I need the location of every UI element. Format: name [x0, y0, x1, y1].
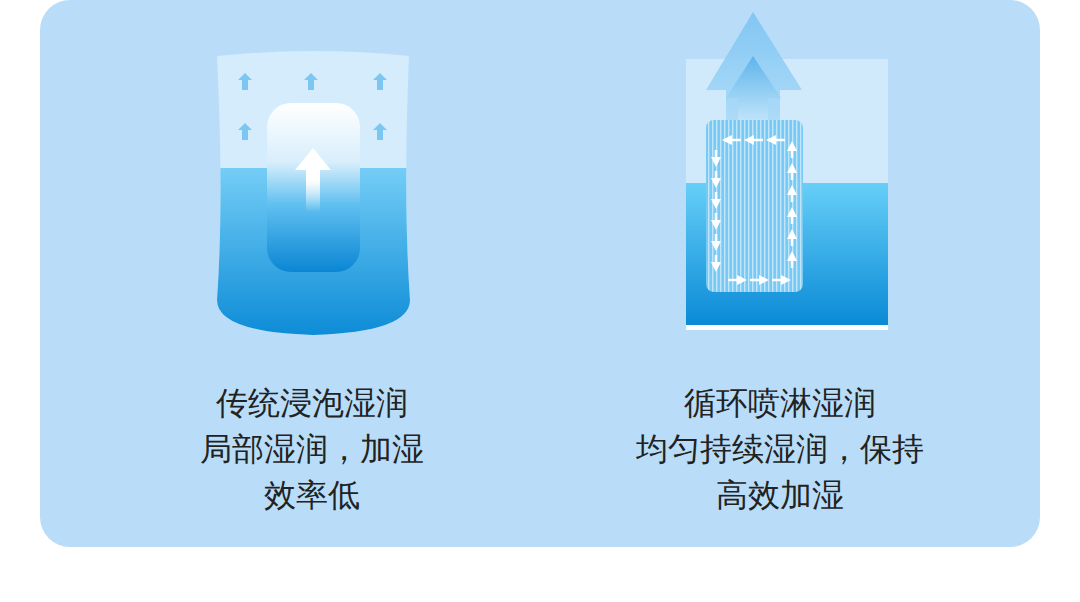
flow-arrow	[771, 139, 785, 142]
caption-heading: 循环喷淋湿润	[600, 380, 960, 426]
caption-body: 均匀持续湿润，保持 高效加湿	[615, 426, 945, 518]
flow-arrow	[715, 213, 718, 225]
flow-arrow	[715, 234, 718, 246]
flow-arrow	[727, 139, 741, 142]
mist-arrow	[706, 12, 802, 120]
flow-arrow	[791, 168, 794, 180]
flow-arrow	[749, 139, 763, 142]
flow-arrow	[791, 212, 794, 224]
flow-arrow	[791, 190, 794, 202]
flow-arrow	[715, 171, 718, 183]
caption-heading: 传统浸泡湿润	[152, 380, 472, 426]
flow-arrow	[715, 255, 718, 267]
flow-arrow	[750, 279, 764, 282]
vapor-arrows	[238, 73, 387, 140]
caption-body: 局部湿润，加湿 效率低	[187, 426, 437, 518]
flow-arrow	[791, 256, 794, 268]
circulation-arrows	[716, 140, 792, 280]
flow-arrow	[715, 150, 718, 162]
flow-arrow	[772, 279, 786, 282]
flow-arrow	[791, 234, 794, 246]
tank	[686, 59, 888, 330]
flow-arrow	[728, 279, 742, 282]
spray-wick	[706, 120, 803, 292]
flow-arrow	[715, 192, 718, 204]
panel	[40, 0, 1040, 547]
wet-core	[267, 103, 360, 272]
flow-arrow	[791, 146, 794, 158]
soak-wick	[210, 40, 420, 340]
up-arrow	[295, 148, 331, 212]
mist-arrow-inner	[726, 56, 781, 120]
